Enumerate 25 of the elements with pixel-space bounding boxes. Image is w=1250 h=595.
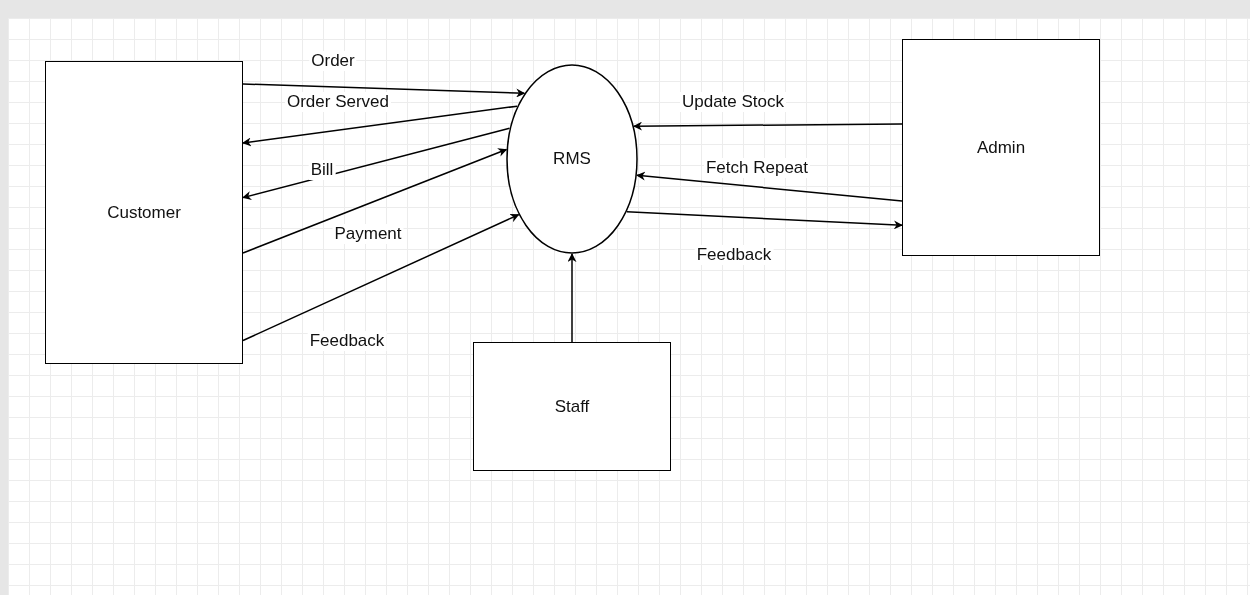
entity-box [902,39,1100,256]
arrow [626,211,903,230]
entity-box [473,342,671,471]
edge-label: Order [309,51,357,71]
node-label: Customer [107,202,181,223]
process-circle [506,64,638,254]
edge-label: Bill [308,160,336,180]
edge-label: Fetch Repeat [703,158,811,178]
node-label: Staff [554,396,590,417]
node-label: RMS [553,149,591,169]
arrow [242,127,511,200]
edge-label: Order Served [285,92,391,112]
arrow [242,105,518,147]
arrow [567,253,577,343]
edge-label: Feedback [694,245,774,265]
arrow [633,121,903,131]
edge-label: Update Stock [679,92,787,112]
edge-label: Payment [332,224,404,244]
arrow [242,214,520,342]
arrow [242,148,508,254]
arrow [636,171,903,202]
entity-box [45,61,243,364]
node-label: Admin [976,137,1026,158]
edge-label: Feedback [307,331,387,351]
arrow [242,83,526,98]
